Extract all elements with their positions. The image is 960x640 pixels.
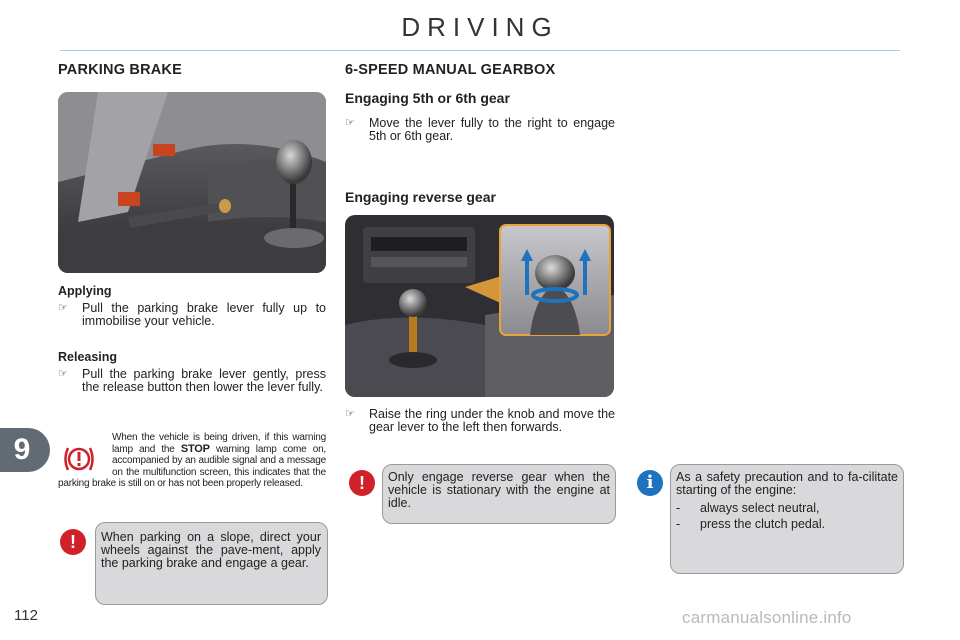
fifth-sixth-bullet-text: Move the lever fully to the right to eng… — [369, 116, 615, 143]
pointing-hand-icon: ☞ — [345, 408, 355, 420]
reverse-heading: Engaging reverse gear — [345, 189, 496, 205]
parking-brake-photo — [58, 92, 326, 273]
releasing-bullet: ☞ Pull the parking brake lever gently, p… — [58, 368, 326, 394]
fifth-sixth-bullet: ☞ Move the lever fully to the right to e… — [345, 117, 615, 143]
reverse-bullet-text: Raise the ring under the knob and move t… — [369, 407, 615, 434]
header-divider — [60, 50, 900, 51]
slope-note-text: When parking on a slope, direct your whe… — [101, 530, 321, 570]
warning-note-text-1: When the vehicle is being driven, if thi… — [112, 432, 326, 455]
reverse-bullet: ☞ Raise the ring under the knob and move… — [345, 408, 615, 434]
parking-brake-title: PARKING BRAKE — [58, 62, 182, 78]
reverse-note-text: Only engage reverse gear when the vehicl… — [388, 470, 610, 510]
chapter-number: 9 — [13, 433, 31, 466]
releasing-heading: Releasing — [58, 350, 118, 364]
fifth-sixth-heading: Engaging 5th or 6th gear — [345, 90, 510, 106]
safety-note-box — [670, 464, 904, 574]
exclamation-icon: ! — [349, 470, 375, 496]
info-icon: i — [637, 470, 663, 496]
gearbox-photo — [345, 215, 614, 397]
parking-brake-warning-note: When the vehicle is being driven, if thi… — [58, 432, 326, 490]
safety-note-item: -press the clutch pedal. — [676, 517, 826, 531]
pointing-hand-icon: ☞ — [58, 368, 68, 380]
parking-brake-warning-lamp-icon — [62, 445, 96, 473]
safety-note-item: -always select neutral, — [676, 501, 820, 515]
releasing-bullet-text: Pull the parking brake lever gently, pre… — [82, 367, 326, 394]
page-number: 112 — [14, 607, 38, 624]
chapter-tab — [0, 428, 50, 472]
safety-note-item-text: press the clutch pedal. — [700, 517, 826, 531]
applying-heading: Applying — [58, 284, 112, 298]
applying-bullet-text: Pull the parking brake lever fully up to… — [82, 301, 326, 328]
reverse-note-box — [382, 464, 616, 524]
gearbox-illustration — [345, 215, 614, 397]
stop-label: STOP — [180, 442, 210, 455]
warning-note-text-2: warning lamp come on, accompanied by an … — [58, 443, 327, 490]
parking-brake-illustration — [58, 92, 326, 273]
pointing-hand-icon: ☞ — [58, 302, 68, 314]
watermark: carmanualsonline.info — [682, 608, 852, 627]
applying-bullet: ☞ Pull the parking brake lever fully up … — [58, 302, 326, 328]
safety-note-intro: As a safety precaution and to fa-cilitat… — [676, 470, 898, 497]
safety-note-item-text: always select neutral, — [700, 501, 820, 515]
page-header-title: DRIVING — [401, 12, 559, 42]
pointing-hand-icon: ☞ — [345, 117, 355, 129]
slope-note-box — [95, 522, 328, 605]
exclamation-icon: ! — [60, 529, 86, 555]
gearbox-title: 6-SPEED MANUAL GEARBOX — [345, 62, 556, 78]
